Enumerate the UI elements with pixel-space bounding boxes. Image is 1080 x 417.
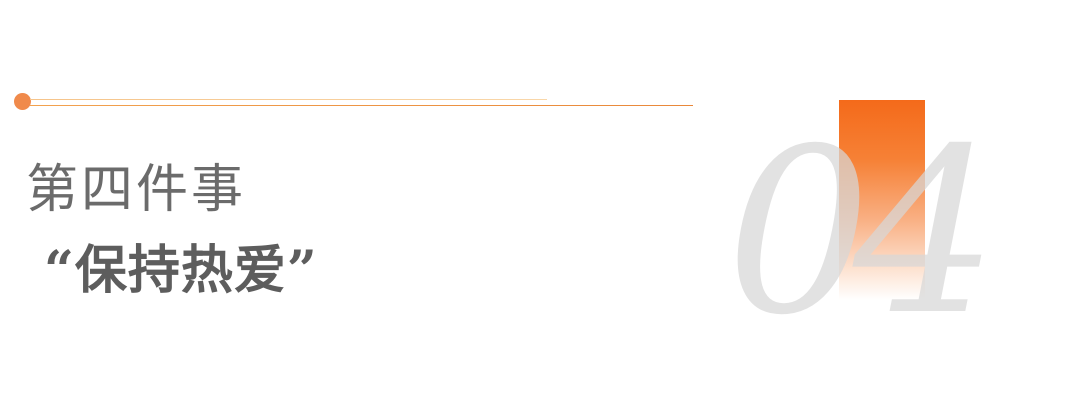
divider-line-dark	[30, 105, 693, 106]
section-number: 04	[726, 99, 998, 365]
accent-dot	[14, 93, 31, 110]
divider-line-light	[30, 99, 547, 100]
section-title: 第四件事	[26, 160, 247, 220]
orange-gradient-bar	[839, 100, 925, 300]
quote-title: “保持热爱”	[44, 240, 318, 301]
